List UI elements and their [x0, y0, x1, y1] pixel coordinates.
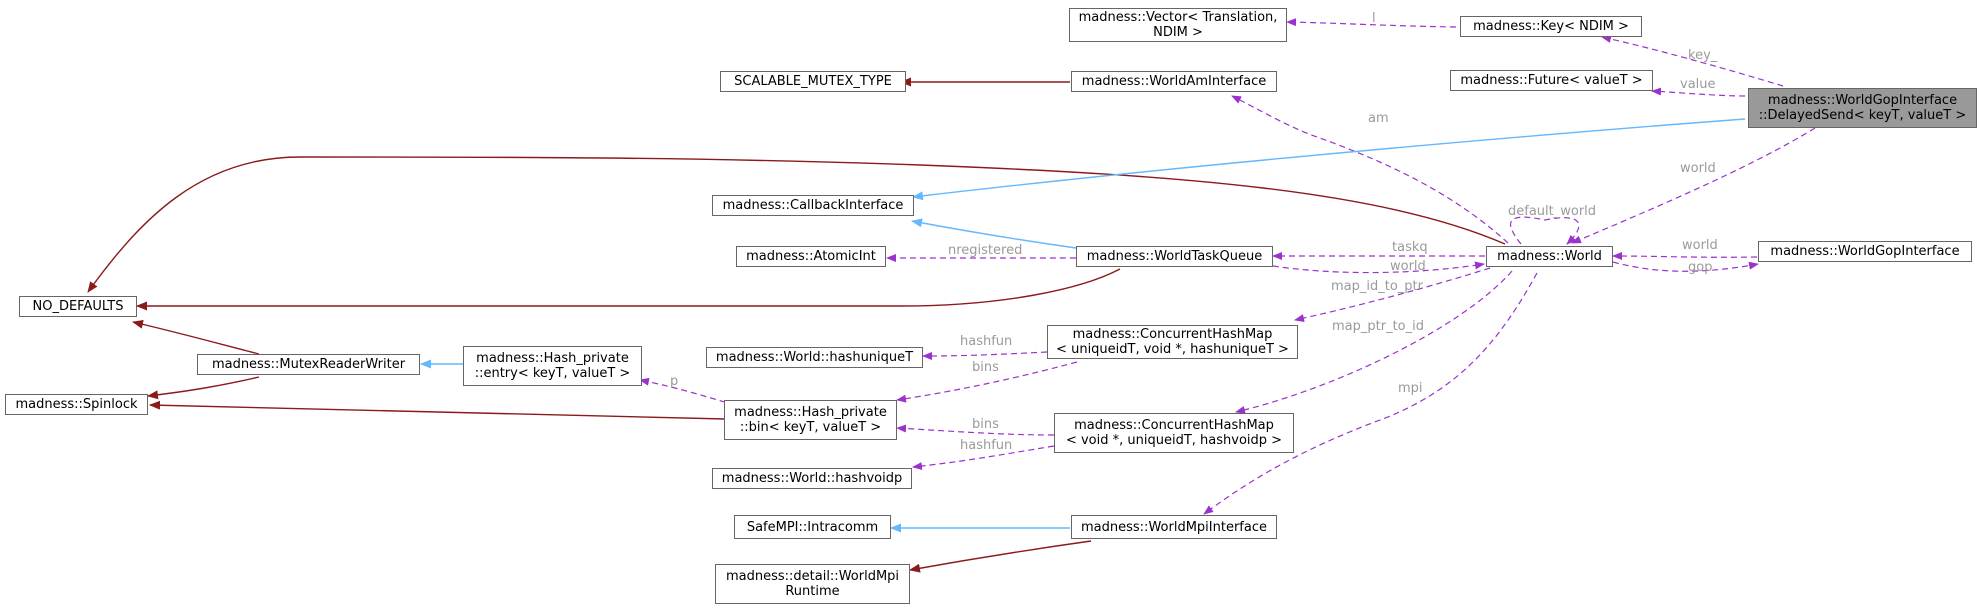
node-no-defaults[interactable]: NO_DEFAULTS	[19, 296, 137, 317]
node-world-am-interface[interactable]: madness::WorldAmInterface	[1071, 71, 1277, 92]
node-world-gop-interface-label: madness::WorldGopInterface	[1770, 244, 1960, 259]
edge-label-hashfun-void: hashfun	[960, 438, 1013, 453]
edge-map-ptr-to-id	[1235, 270, 1513, 414]
edge-default-world	[1509, 216, 1580, 245]
edge-key	[1601, 35, 1784, 87]
node-scalable-mutex[interactable]: SCALABLE_MUTEX_TYPE	[720, 71, 906, 92]
edge-label-am: am	[1368, 111, 1389, 126]
edge-label-default-world: default_world	[1508, 204, 1597, 219]
node-hashvoidp[interactable]: madness::World::hashvoidp	[712, 468, 912, 489]
node-atomic-int[interactable]: madness::AtomicInt	[736, 246, 886, 267]
node-no-defaults-label: NO_DEFAULTS	[32, 299, 124, 314]
node-hash-entry[interactable]: madness::Hash_private ::entry< keyT, val…	[463, 346, 642, 386]
edge-label-key: key_	[1688, 48, 1718, 63]
edge-label-nregistered: nregistered	[948, 243, 1023, 258]
node-world-gop-interface[interactable]: madness::WorldGopInterface	[1758, 241, 1972, 262]
node-spinlock[interactable]: madness::Spinlock	[5, 394, 148, 415]
edge-label-bins-void: bins	[972, 417, 999, 432]
node-chm-voidp-line-2: < void *, uniqueidT, hashvoidp >	[1065, 433, 1283, 448]
edge-label-world-delayed: world	[1680, 161, 1716, 176]
node-hashvoidp-label: madness::World::hashvoidp	[721, 471, 903, 486]
node-chm-uniqueid-line-2: < uniqueidT, void *, hashuniqueT >	[1056, 342, 1289, 357]
edge-label-map-id-to-ptr: map_id_to_ptr	[1331, 279, 1423, 294]
edge-label-map-ptr-to-id: map_ptr_to_id	[1332, 319, 1424, 334]
edge-label-mpi: mpi	[1398, 381, 1423, 396]
edge-label-bins-unique: bins	[972, 360, 999, 375]
node-chm-voidp-line-1: madness::ConcurrentHashMap	[1074, 418, 1274, 433]
node-future-valuet[interactable]: madness::Future< valueT >	[1450, 70, 1653, 91]
node-key-ndim[interactable]: madness::Key< NDIM >	[1460, 16, 1642, 37]
node-world[interactable]: madness::World	[1486, 246, 1613, 267]
node-atomic-int-label: madness::AtomicInt	[746, 249, 876, 264]
node-hash-bin-line-2: ::bin< keyT, valueT >	[739, 420, 882, 435]
node-safempi-intracomm[interactable]: SafeMPI::Intracomm	[734, 515, 891, 539]
node-world-mpi-runtime-line-1: madness::detail::WorldMpi	[725, 569, 900, 584]
edge-label-hashfun-unique: hashfun	[960, 334, 1013, 349]
node-chm-uniqueid-line-1: madness::ConcurrentHashMap	[1072, 327, 1273, 342]
node-hash-bin-line-1: madness::Hash_private	[734, 405, 887, 420]
edge-delayed-callback	[912, 118, 1746, 201]
edge-value	[1651, 87, 1746, 97]
edge-label-world-taskq: world	[1390, 259, 1426, 274]
edge-p	[639, 377, 736, 406]
edge-gop	[1612, 261, 1759, 272]
node-callback-interface-label: madness::CallbackInterface	[722, 198, 904, 213]
node-spinlock-label: madness::Spinlock	[15, 397, 138, 412]
edge-mpi	[1203, 272, 1538, 515]
edge-mutexrw-no-defaults	[132, 319, 260, 355]
node-hash-entry-line-2: ::entry< keyT, valueT >	[474, 366, 631, 381]
node-delayed-send-line-1: madness::WorldGopInterface	[1767, 93, 1958, 108]
node-key-ndim-label: madness::Key< NDIM >	[1473, 19, 1629, 34]
edge-mutexrw-spinlock	[147, 376, 260, 400]
node-world-task-queue[interactable]: madness::WorldTaskQueue	[1076, 246, 1273, 267]
edge-hashfun-unique	[922, 351, 1048, 360]
node-scalable-mutex-label: SCALABLE_MUTEX_TYPE	[734, 74, 892, 89]
node-chm-uniqueid[interactable]: madness::ConcurrentHashMap < uniqueidT, …	[1047, 325, 1298, 359]
node-delayed-send[interactable]: madness::WorldGopInterface ::DelayedSend…	[1748, 88, 1977, 128]
node-vector-translation-line-1: madness::Vector< Translation,	[1078, 10, 1278, 25]
edge-label-world-gop: world	[1682, 238, 1718, 253]
edge-bin-spinlock	[149, 400, 726, 420]
node-hash-entry-line-1: madness::Hash_private	[476, 351, 629, 366]
node-world-mpi-interface[interactable]: madness::WorldMpiInterface	[1071, 515, 1277, 539]
node-mutex-reader-writer-label: madness::MutexReaderWriter	[211, 357, 406, 372]
node-world-mpi-runtime[interactable]: madness::detail::WorldMpi Runtime	[715, 564, 910, 604]
edge-world-no-defaults	[87, 156, 1506, 293]
edge-bins-unique	[896, 361, 1078, 403]
edge-label-l: l	[1372, 11, 1376, 26]
node-vector-translation-line-2: NDIM >	[1153, 25, 1203, 40]
node-world-mpi-runtime-line-2: Runtime	[785, 584, 840, 599]
edge-label-taskq: taskq	[1392, 240, 1428, 255]
node-hashuniquet[interactable]: madness::World::hashuniqueT	[706, 347, 923, 368]
edge-taskqueue-no-defaults	[136, 268, 1121, 311]
edge-world-taskq	[1272, 261, 1485, 274]
node-mutex-reader-writer[interactable]: madness::MutexReaderWriter	[197, 354, 420, 375]
edge-mpi-runtime	[909, 540, 1092, 573]
edge-map-id-to-ptr	[1294, 267, 1491, 322]
node-delayed-send-line-2: ::DelayedSend< keyT, valueT >	[1758, 108, 1967, 123]
node-world-am-interface-label: madness::WorldAmInterface	[1081, 74, 1267, 89]
node-future-valuet-label: madness::Future< valueT >	[1460, 73, 1643, 88]
edge-label-value: value	[1680, 77, 1716, 92]
node-hashuniquet-label: madness::World::hashuniqueT	[715, 350, 914, 365]
node-vector-translation[interactable]: madness::Vector< Translation, NDIM >	[1069, 8, 1287, 42]
node-world-label: madness::World	[1497, 249, 1602, 264]
node-world-task-queue-label: madness::WorldTaskQueue	[1086, 249, 1263, 264]
edge-label-p: p	[670, 374, 679, 389]
node-world-mpi-interface-label: madness::WorldMpiInterface	[1081, 519, 1267, 535]
node-hash-bin[interactable]: madness::Hash_private ::bin< keyT, value…	[724, 400, 897, 440]
edge-taskqueue-callback	[911, 218, 1077, 249]
node-chm-voidp[interactable]: madness::ConcurrentHashMap < void *, uni…	[1054, 413, 1294, 453]
node-callback-interface[interactable]: madness::CallbackInterface	[712, 195, 914, 216]
edge-world-gop	[1612, 252, 1758, 261]
edge-label-gop: gop	[1688, 260, 1713, 275]
edge-world-delayed	[1571, 127, 1816, 244]
node-safempi-intracomm-label: SafeMPI::Intracomm	[746, 519, 879, 535]
edge-hashfun-void	[912, 445, 1055, 471]
edge-l	[1286, 18, 1457, 28]
